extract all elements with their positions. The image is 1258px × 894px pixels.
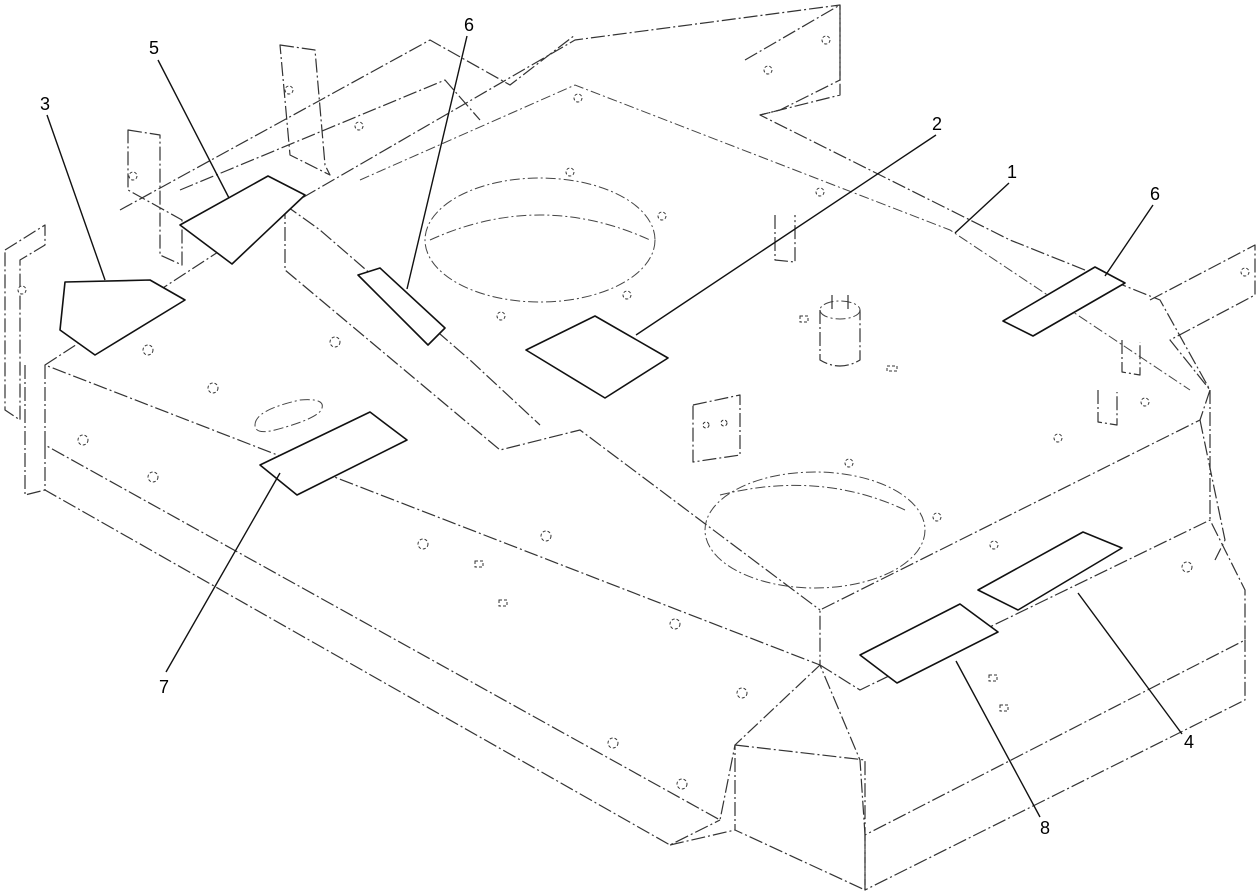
callout-2: 2 (932, 114, 942, 134)
callout-6-left: 6 (464, 15, 474, 35)
decal-item-2 (525, 315, 669, 399)
decal-item-4 (977, 531, 1123, 611)
callout-3: 3 (40, 94, 50, 114)
leader-lines (46, 35, 1183, 818)
decal-item-6-right (1002, 266, 1126, 337)
mower-deck-body (4, 4, 1256, 891)
decal-item-6-left (357, 267, 446, 346)
callout-8: 8 (1040, 818, 1050, 838)
callouts: 1 2 3 4 5 6 6 7 8 (40, 15, 1194, 838)
decal-item-3 (59, 279, 186, 356)
callout-6-right: 6 (1150, 184, 1160, 204)
callout-7: 7 (159, 677, 169, 697)
callout-4: 4 (1184, 732, 1194, 752)
decal-item-5 (179, 175, 306, 265)
decals (59, 175, 1126, 684)
callout-5: 5 (149, 38, 159, 58)
callout-1: 1 (1007, 162, 1017, 182)
decal-item-8 (859, 603, 999, 684)
deck-holes (17, 35, 1250, 790)
decal-item-7 (259, 411, 408, 496)
